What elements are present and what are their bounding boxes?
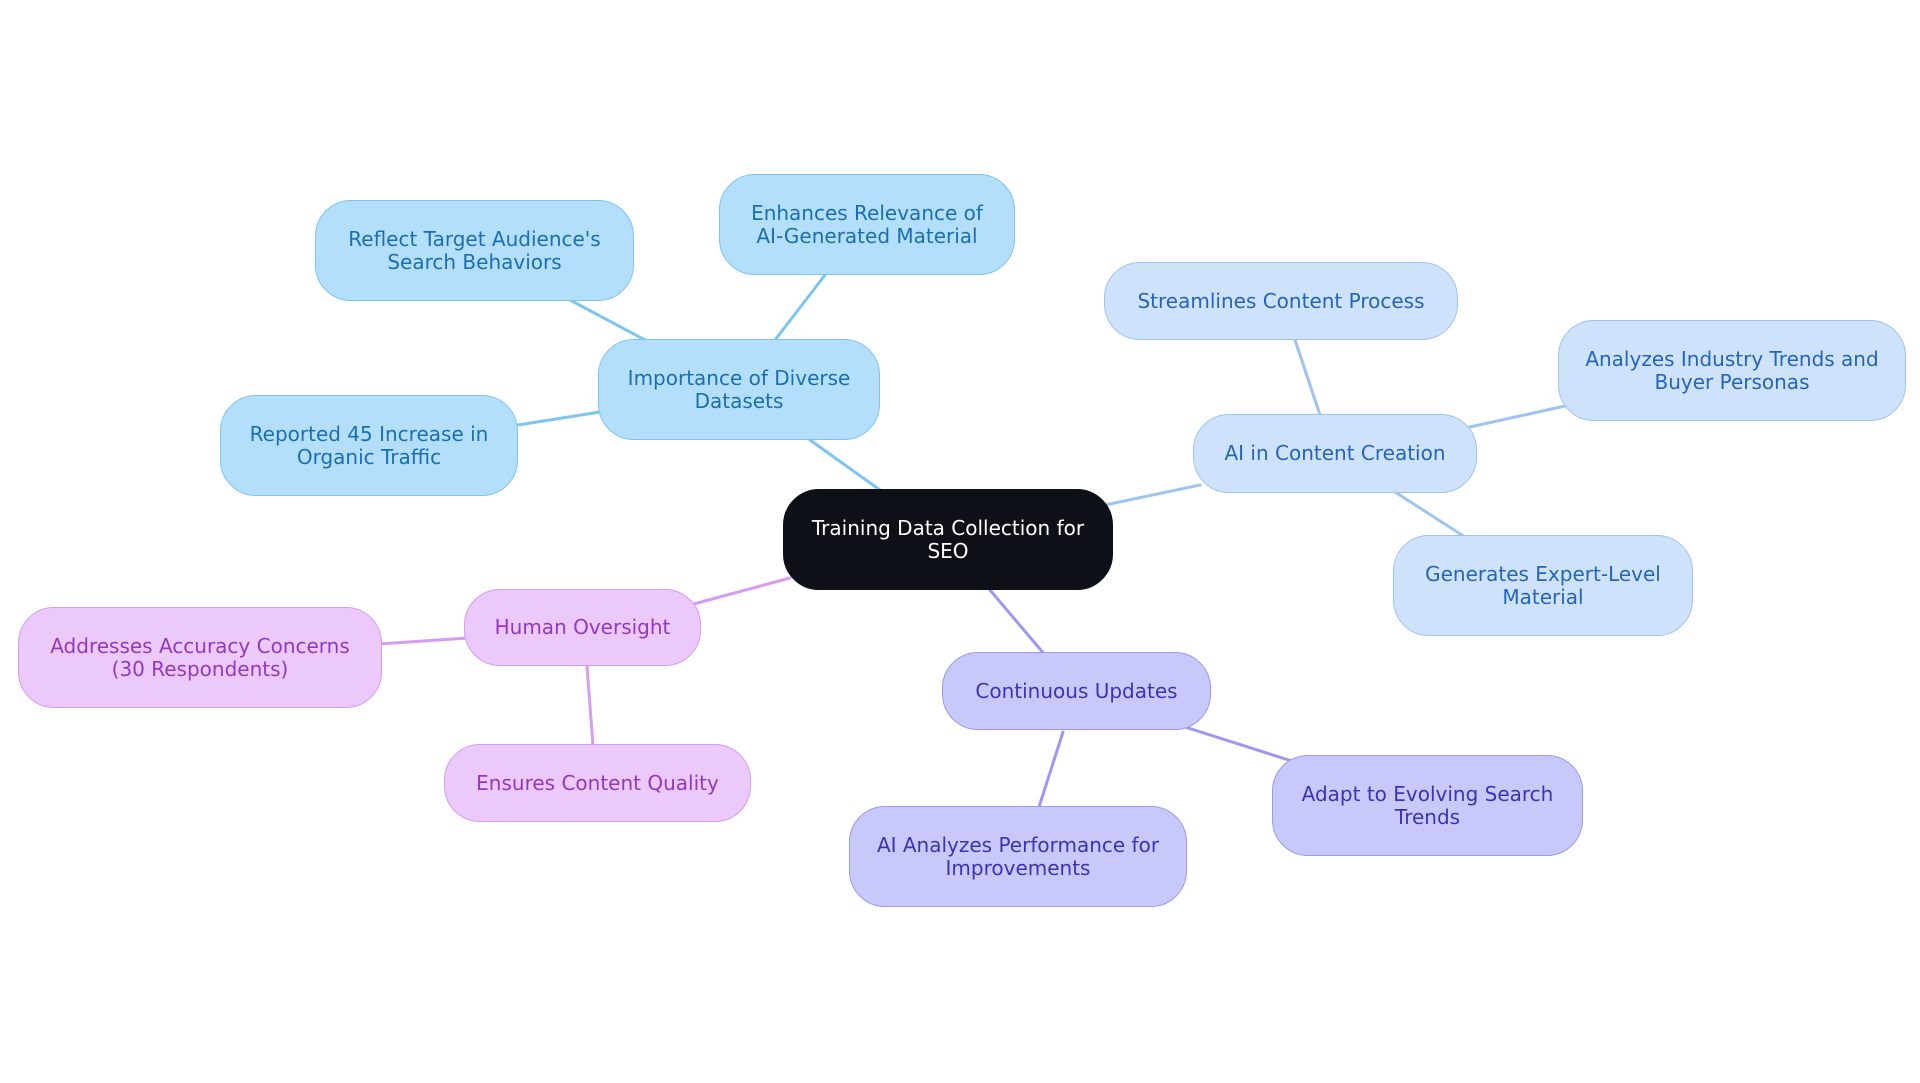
leaf-reflect-target-audience[interactable]: Reflect Target Audience's Search Behavio… (315, 200, 634, 301)
leaf-addresses-accuracy-concerns[interactable]: Addresses Accuracy Concerns (30 Responde… (18, 607, 382, 708)
branch-label: Continuous Updates (975, 678, 1178, 703)
leaf-enhances-relevance[interactable]: Enhances Relevance of AI-Generated Mater… (719, 174, 1015, 275)
link-root-diverse (808, 438, 882, 492)
leaf-reported-increase[interactable]: Reported 45 Increase in Organic Traffic (220, 395, 518, 496)
link-ai-content-analyzes (1468, 404, 1567, 429)
connector-lines (378, 273, 1567, 812)
link-continuous-adapt (1183, 725, 1297, 764)
link-continuous-ai-analyzes (1036, 730, 1065, 812)
root-node[interactable]: Training Data Collection for SEO (783, 489, 1113, 590)
link-diverse-reflect (568, 298, 647, 342)
link-diverse-enhances (773, 273, 827, 342)
leaf-label: Enhances Relevance of AI-Generated Mater… (751, 200, 983, 248)
leaf-label: Analyzes Industry Trends and Buyer Perso… (1585, 346, 1879, 394)
link-human-ensures (585, 664, 595, 748)
leaf-generates-expert-level[interactable]: Generates Expert-Level Material (1393, 535, 1693, 636)
leaf-label: Reflect Target Audience's Search Behavio… (348, 226, 601, 274)
link-ai-content-generates (1393, 490, 1467, 539)
leaf-ai-analyzes-performance[interactable]: AI Analyzes Performance for Improvements (849, 806, 1187, 907)
leaf-adapt-to-evolving-search[interactable]: Adapt to Evolving Search Trends (1272, 755, 1583, 856)
branch-continuous-updates[interactable]: Continuous Updates (942, 652, 1211, 730)
leaf-label: Ensures Content Quality (476, 770, 719, 795)
leaf-label: Reported 45 Increase in Organic Traffic (249, 421, 489, 469)
root-node-label: Training Data Collection for SEO (811, 515, 1085, 563)
leaf-ensures-content-quality[interactable]: Ensures Content Quality (444, 744, 751, 822)
link-root-ai-content (1103, 483, 1202, 507)
link-root-human (688, 576, 792, 607)
branch-label: Human Oversight (494, 615, 671, 639)
branch-ai-in-content-creation[interactable]: AI in Content Creation (1193, 414, 1477, 493)
link-root-continuous (988, 588, 1047, 657)
leaf-label: Generates Expert-Level Material (1425, 561, 1661, 609)
branch-label: Importance of Diverse Datasets (627, 365, 851, 413)
branch-importance-of-diverse-datasets[interactable]: Importance of Diverse Datasets (598, 339, 880, 440)
link-diverse-reported (516, 410, 602, 427)
leaf-label: Addresses Accuracy Concerns (30 Responde… (50, 633, 350, 681)
branch-label: AI in Content Creation (1224, 441, 1446, 465)
leaf-streamlines-content-process[interactable]: Streamlines Content Process (1104, 262, 1458, 340)
link-ai-content-streamlines (1293, 338, 1322, 417)
leaf-label: Streamlines Content Process (1137, 288, 1425, 313)
leaf-analyzes-industry-trends[interactable]: Analyzes Industry Trends and Buyer Perso… (1558, 320, 1906, 421)
leaf-label: AI Analyzes Performance for Improvements (876, 832, 1160, 880)
branch-human-oversight[interactable]: Human Oversight (464, 589, 701, 666)
leaf-label: Adapt to Evolving Search Trends (1301, 781, 1554, 829)
link-human-addresses (378, 636, 470, 646)
